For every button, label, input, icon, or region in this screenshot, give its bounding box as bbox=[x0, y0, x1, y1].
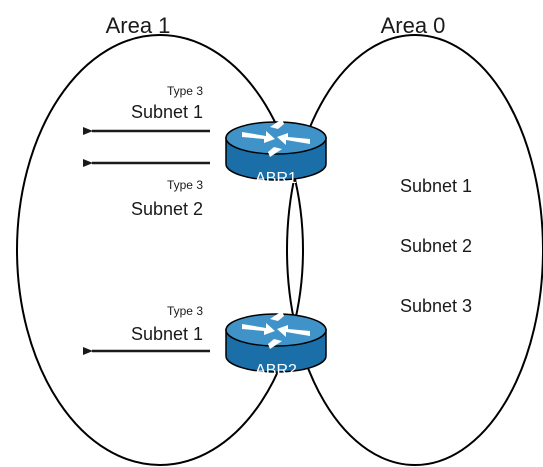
router-abr2: ABR2 bbox=[225, 311, 327, 379]
lsa-type-label: Type 3 bbox=[167, 84, 203, 98]
area-0-boundary bbox=[286, 34, 543, 466]
advertised-subnet-label: Subnet 1 bbox=[131, 102, 203, 122]
area-1-title: Area 1 bbox=[106, 13, 171, 38]
advertised-subnet-label: Subnet 1 bbox=[131, 324, 203, 344]
area-0-subnet-label: Subnet 1 bbox=[400, 176, 472, 196]
area-1-boundary bbox=[16, 34, 304, 466]
lsa-type-label: Type 3 bbox=[167, 178, 203, 192]
router-icon bbox=[225, 119, 327, 181]
advertised-subnet-label: Subnet 2 bbox=[131, 199, 203, 219]
area-0-subnet-label: Subnet 3 bbox=[400, 296, 472, 316]
area-0-subnet-label: Subnet 2 bbox=[400, 236, 472, 256]
router-icon bbox=[225, 311, 327, 373]
lsa-type-label: Type 3 bbox=[167, 304, 203, 318]
router-label: ABR1 bbox=[255, 170, 297, 187]
router-abr1: ABR1 bbox=[225, 119, 327, 187]
area-0-title: Area 0 bbox=[381, 13, 446, 38]
router-label: ABR2 bbox=[255, 362, 297, 379]
